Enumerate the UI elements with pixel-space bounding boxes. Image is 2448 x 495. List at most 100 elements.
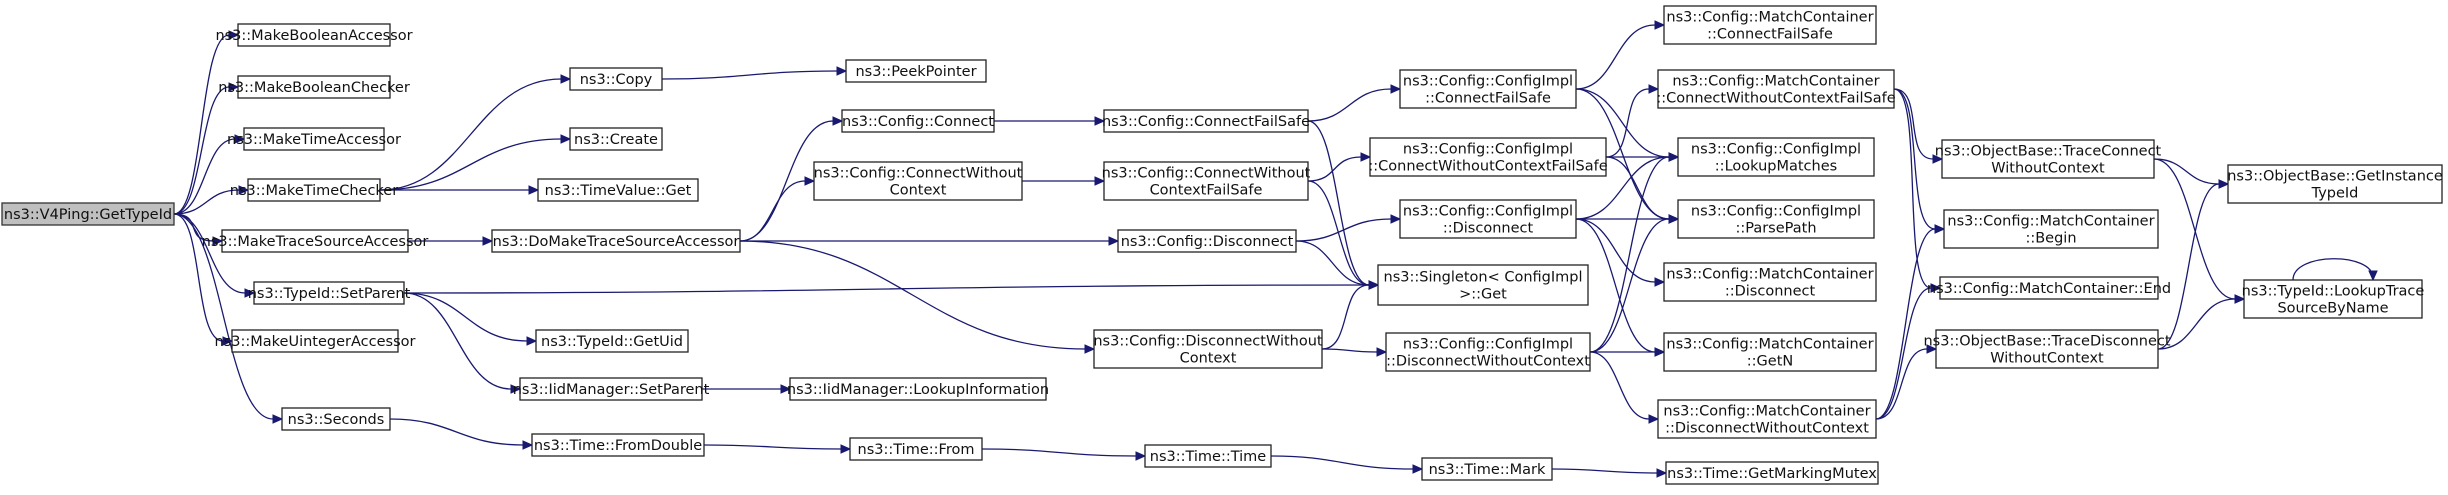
- node-box: [231, 329, 399, 353]
- node-tid-get-uid[interactable]: ns3::TypeId::GetUid: [535, 329, 689, 353]
- node-time-from-double[interactable]: ns3::Time::FromDouble: [531, 433, 705, 457]
- node-label: ::DisconnectWithoutContext: [1665, 421, 1869, 437]
- node-label: ns3::Create: [574, 132, 658, 148]
- node-box: [2243, 279, 2423, 319]
- node-do-mk-trace[interactable]: ns3::DoMakeTraceSourceAccessor: [491, 229, 741, 253]
- node-label: Context: [890, 183, 947, 199]
- node-box: [221, 229, 409, 253]
- node-create[interactable]: ns3::Create: [569, 127, 663, 151]
- node-label: ns3::TypeId::SetParent: [248, 286, 411, 302]
- node-singleton-get[interactable]: ns3::Singleton< ConfigImpl >::Get: [1377, 264, 1589, 306]
- node-box: [1939, 276, 2159, 300]
- node-box: [1677, 137, 1875, 177]
- node-get-marking-mutex[interactable]: ns3::Time::GetMarkingMutex: [1665, 461, 1879, 485]
- node-tv-get[interactable]: ns3::TimeValue::Get: [537, 178, 699, 202]
- node-time-from[interactable]: ns3::Time::From: [849, 437, 983, 461]
- edge-arrowhead: [2368, 270, 2378, 282]
- node-iid-lookup[interactable]: ns3::IidManager::LookupInformation: [787, 377, 1049, 401]
- edge-arrowhead: [1412, 464, 1424, 474]
- edge-line: [661, 70, 838, 80]
- node-cfg-disconnect[interactable]: ns3::Config::Disconnect: [1117, 229, 1297, 253]
- edge-line: [739, 240, 1086, 350]
- node-impl-lookup[interactable]: ns3::Config::ConfigImpl::LookupMatches: [1677, 137, 1875, 177]
- node-label: ns3::Config::ConfigImpl: [1403, 142, 1573, 158]
- node-label: ns3::Config::DisconnectWithout: [1093, 334, 1323, 350]
- edge-arrowhead: [526, 336, 538, 346]
- node-mk-time-chk[interactable]: ns3::MakeTimeChecker: [230, 178, 398, 202]
- node-impl-parse[interactable]: ns3::Config::ConfigImpl::ParsePath: [1677, 199, 1875, 239]
- node-mk-bool-acc[interactable]: ns3::MakeBooleanAccessor: [215, 23, 413, 47]
- node-tid-set-parent[interactable]: ns3::TypeId::SetParent: [248, 281, 411, 305]
- node-label: ns3::Config::ConfigImpl: [1403, 74, 1573, 90]
- node-root[interactable]: ns3::V4Ping::GetTypeId: [1, 202, 175, 226]
- node-label: ns3::Time::FromDouble: [534, 438, 702, 454]
- node-box: [519, 377, 703, 401]
- node-mc-disconnect[interactable]: ns3::Config::MatchContainer::Disconnect: [1663, 262, 1877, 302]
- edge-line: [1295, 218, 1392, 242]
- node-time-time[interactable]: ns3::Time::Time: [1144, 444, 1272, 468]
- node-cfg-disconnect-w-o[interactable]: ns3::Config::DisconnectWithoutContext: [1093, 329, 1323, 369]
- node-box: [1117, 229, 1297, 253]
- edge-line: [1321, 348, 1378, 353]
- node-mc-disconnect-w-o[interactable]: ns3::Config::MatchContainer::DisconnectW…: [1657, 399, 1877, 439]
- node-label: ns3::Time::Mark: [1429, 462, 1546, 478]
- node-box: [531, 433, 705, 457]
- node-mc-begin[interactable]: ns3::Config::MatchContainer::Begin: [1943, 209, 2159, 249]
- node-label: ns3::Config::ConnectFailSafe: [1102, 114, 1310, 130]
- edge-line: [703, 444, 842, 450]
- node-cfg-connect[interactable]: ns3::Config::Connect: [841, 109, 995, 133]
- node-label: ns3::Config::ConfigImpl: [1403, 204, 1573, 220]
- node-label: ns3::ObjectBase::TraceConnect: [1935, 144, 2162, 160]
- node-box: [1663, 332, 1877, 372]
- node-mk-trace[interactable]: ns3::MakeTraceSourceAccessor: [202, 229, 429, 253]
- edge-line: [173, 86, 230, 215]
- node-seconds[interactable]: ns3::Seconds: [281, 407, 391, 431]
- edge-arrowhead: [1390, 214, 1402, 224]
- edge-line: [1551, 468, 1658, 474]
- node-impl-connect-w-o-f-s[interactable]: ns3::Config::ConfigImpl::ConnectWithoutC…: [1368, 137, 1608, 177]
- node-label: ns3::Config::ConfigImpl: [1691, 142, 1861, 158]
- edge-line: [379, 78, 562, 191]
- node-mk-time-acc[interactable]: ns3::MakeTimeAccessor: [227, 127, 401, 151]
- edge-arrowhead: [840, 444, 852, 454]
- node-mc-connect-w-o-f-s[interactable]: ns3::Config::MatchContainer::ConnectWith…: [1656, 69, 1896, 109]
- node-ob-trace-disconnect-w-o[interactable]: ns3::ObjectBase::TraceDisconnectWithoutC…: [1923, 329, 2171, 369]
- edge-line: [1605, 156, 1670, 220]
- edge-mcDisconnectWO-to-obTraceDisconnectWO: [1875, 344, 1938, 420]
- edge-line: [1307, 88, 1392, 122]
- node-impl-disconnect[interactable]: ns3::Config::ConfigImpl::Disconnect: [1399, 199, 1577, 239]
- node-box: [253, 281, 405, 305]
- edge-arrowhead: [1668, 152, 1680, 162]
- edge-doMkTrace-to-cfgDisconnectWO: [739, 240, 1096, 354]
- edge-arrowhead: [1094, 176, 1106, 186]
- node-time-mark[interactable]: ns3::Time::Mark: [1421, 457, 1553, 481]
- node-mc-end[interactable]: ns3::Config::MatchContainer::End: [1927, 276, 2171, 300]
- edge-timeTime-to-timeMark: [1270, 455, 1424, 474]
- node-label: ns3::Singleton< ConfigImpl: [1384, 270, 1583, 286]
- edge-arrowhead: [228, 30, 240, 40]
- node-box: [569, 67, 663, 91]
- node-impl-connect-f-s[interactable]: ns3::Config::ConfigImpl::ConnectFailSafe: [1399, 69, 1577, 109]
- node-label: ns3::TypeId::GetUid: [541, 334, 683, 350]
- node-label: ns3::Time::GetMarkingMutex: [1667, 466, 1877, 482]
- edge-line: [2153, 158, 2236, 300]
- node-ob-trace-connect-w-o[interactable]: ns3::ObjectBase::TraceConnectWithoutCont…: [1935, 139, 2162, 179]
- node-mc-connect-f-s[interactable]: ns3::Config::MatchContainer::ConnectFail…: [1663, 5, 1877, 45]
- node-iid-set-parent[interactable]: ns3::IidManager::SetParent: [513, 377, 710, 401]
- node-impl-disconnect-w-o[interactable]: ns3::Config::ConfigImpl::DisconnectWitho…: [1385, 332, 1591, 372]
- node-mk-bool-chk[interactable]: ns3::MakeBooleanChecker: [218, 75, 410, 99]
- node-mc-get-n[interactable]: ns3::Config::MatchContainer::GetN: [1663, 332, 1877, 372]
- node-mk-uint[interactable]: ns3::MakeUintegerAccessor: [215, 329, 416, 353]
- edge-line: [1575, 24, 1656, 90]
- node-cfg-connect-f-s[interactable]: ns3::Config::ConnectFailSafe: [1102, 109, 1310, 133]
- node-cfg-connect-w-o-f-s[interactable]: ns3::Config::ConnectWithoutContextFailSa…: [1102, 161, 1311, 201]
- node-peek[interactable]: ns3::PeekPointer: [845, 59, 987, 83]
- edge-cfgConnect-to-cfgConnectFS: [993, 116, 1106, 126]
- node-copy[interactable]: ns3::Copy: [569, 67, 663, 91]
- node-label: >::Get: [1459, 287, 1507, 303]
- node-cfg-connect-w-o[interactable]: ns3::Config::ConnectWithoutContext: [813, 161, 1023, 201]
- node-box: [1377, 264, 1589, 306]
- node-label: ns3::MakeTraceSourceAccessor: [202, 234, 429, 250]
